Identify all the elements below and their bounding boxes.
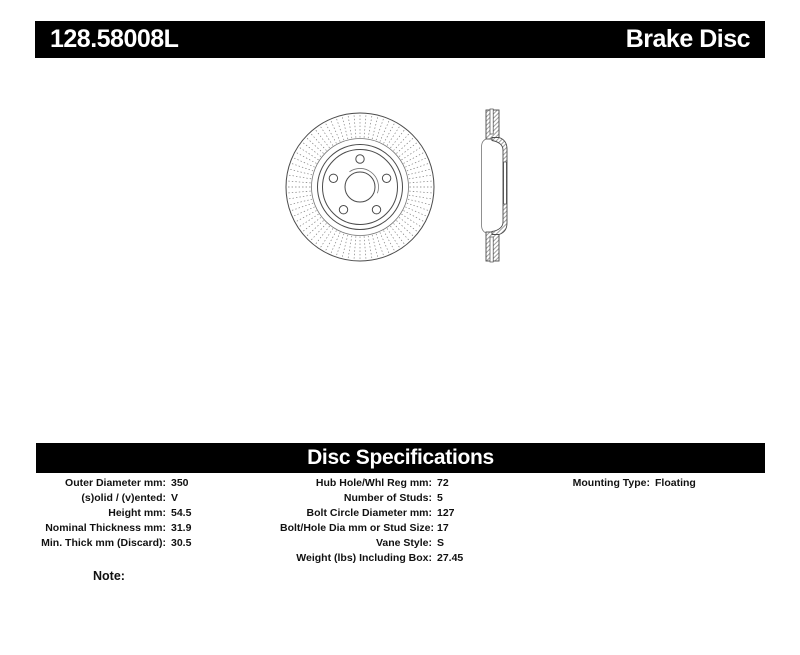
note-label: Note:	[93, 569, 125, 583]
specs-section-header: Disc Specifications	[36, 443, 765, 473]
spec-value: Floating	[655, 476, 696, 489]
spec-label: Mounting Type:	[572, 476, 650, 489]
section-top-vent-slot	[489, 108, 494, 135]
spec-value: 350	[171, 476, 189, 489]
spec-row-hub-hole: Hub Hole/Whl Reg mm: 72	[280, 475, 463, 490]
spec-label: Number of Studs:	[343, 491, 432, 504]
spec-row-number-of-studs: Number of Studs: 5	[280, 490, 463, 505]
spec-row-outer-diameter: Outer Diameter mm: 350	[38, 475, 191, 490]
vane-pattern	[286, 113, 434, 261]
spec-label: Outer Diameter mm:	[65, 476, 166, 489]
spec-label: Hub Hole/Whl Reg mm:	[315, 476, 432, 489]
center-hole-chamfer-arc	[349, 168, 379, 194]
spec-label: Min. Thick mm (Discard):	[41, 536, 166, 549]
section-inner-edge	[481, 138, 487, 234]
specs-title: Disc Specifications	[307, 446, 494, 469]
spec-value: V	[171, 491, 179, 504]
spec-row-bolt-hole-dia: Bolt/Hole Dia mm or Stud Size: 17	[280, 520, 463, 535]
spec-value: 127	[437, 506, 455, 519]
header-bar: 128.58008L Brake Disc	[35, 21, 765, 58]
spec-row-mounting-type: Mounting Type: Floating	[558, 475, 696, 490]
spec-value: 17	[437, 521, 449, 534]
center-hole	[344, 171, 376, 203]
spec-row-bolt-circle: Bolt Circle Diameter mm: 127	[280, 505, 463, 520]
spec-row-min-thick: Min. Thick mm (Discard): 30.5	[38, 535, 191, 550]
spec-column-left: Outer Diameter mm: 350 (s)olid / (v)ente…	[38, 475, 191, 550]
spec-label: Bolt Circle Diameter mm:	[306, 506, 432, 519]
spec-value: 31.9	[171, 521, 192, 534]
spec-label: Weight (lbs) Including Box:	[296, 551, 432, 564]
spec-label: Vane Style:	[375, 536, 432, 549]
spec-value: 72	[437, 476, 449, 489]
spec-label: Height mm:	[108, 506, 166, 519]
spec-value: S	[437, 536, 445, 549]
spec-label: (s)olid / (v)ented:	[81, 491, 166, 504]
disc-section-view	[481, 108, 508, 263]
spec-value: 30.5	[171, 536, 192, 549]
stud-holes	[328, 154, 392, 215]
spec-row-solid-vented: (s)olid / (v)ented: V	[38, 490, 191, 505]
part-number: 128.58008L	[50, 25, 179, 53]
spec-row-weight: Weight (lbs) Including Box: 27.45	[280, 550, 463, 565]
spec-value: 5	[437, 491, 443, 504]
spec-value: 27.45	[437, 551, 464, 564]
spec-row-height: Height mm: 54.5	[38, 505, 191, 520]
section-bottom-vent-slot	[489, 236, 494, 263]
section-stud-hole	[503, 161, 507, 205]
spec-label: Nominal Thickness mm:	[45, 521, 166, 534]
spec-column-right: Mounting Type: Floating	[558, 475, 696, 490]
spec-label: Bolt/Hole Dia mm or Stud Size:	[280, 521, 435, 534]
spec-row-vane-style: Vane Style: S	[280, 535, 463, 550]
spec-column-middle: Hub Hole/Whl Reg mm: 72 Number of Studs:…	[280, 475, 463, 565]
spec-row-nominal-thickness: Nominal Thickness mm: 31.9	[38, 520, 191, 535]
product-type-title: Brake Disc	[625, 25, 751, 53]
disc-front-view	[285, 112, 435, 262]
spec-value: 54.5	[171, 506, 192, 519]
